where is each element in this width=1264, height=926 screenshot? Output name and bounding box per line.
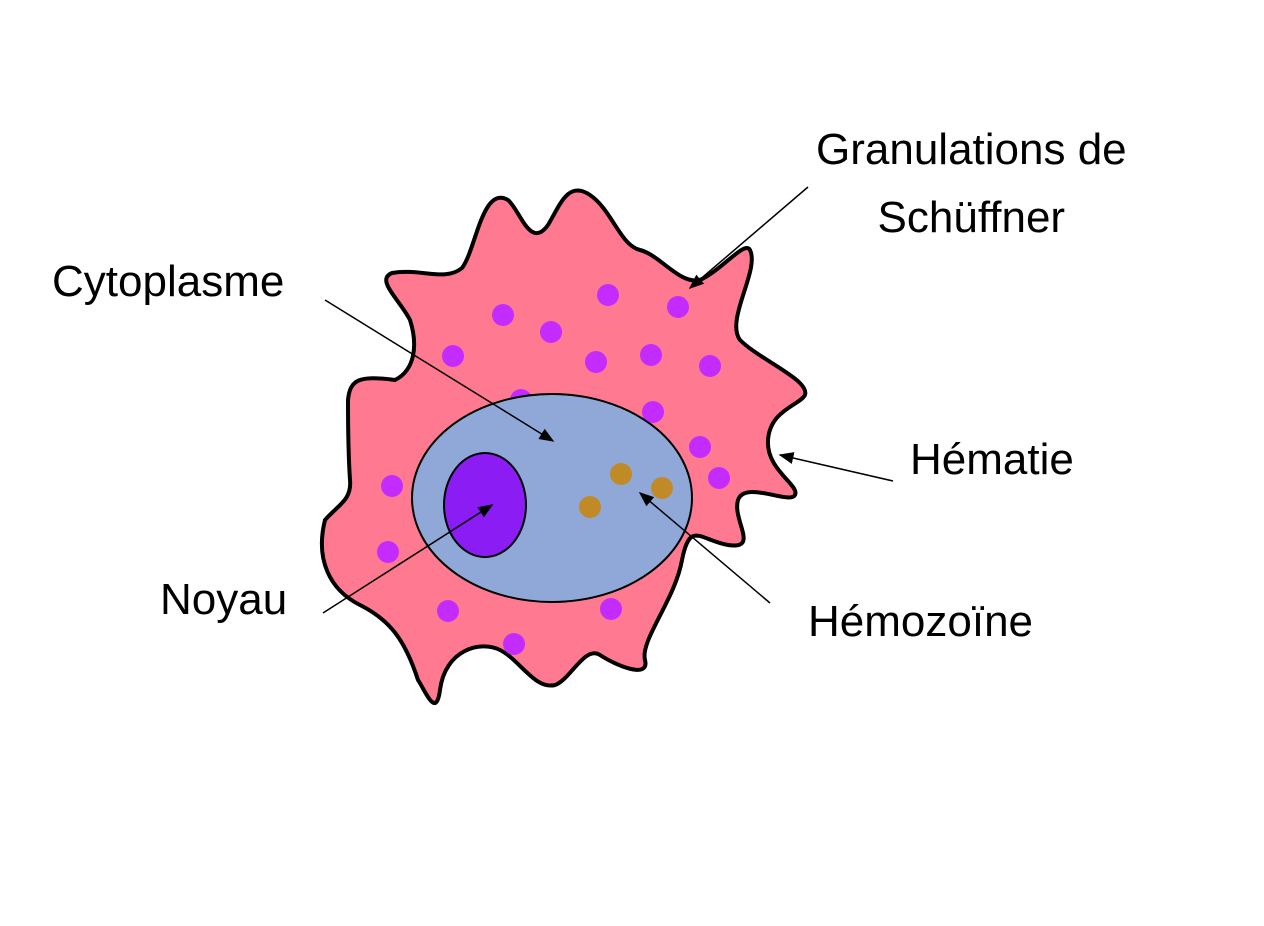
granule <box>640 344 662 366</box>
granule <box>689 436 711 458</box>
granule <box>377 541 399 563</box>
label-noyau: Noyau <box>160 575 288 624</box>
hemozoin-granule <box>651 477 673 499</box>
arrow-granulations <box>688 186 809 289</box>
granule <box>667 296 689 318</box>
hemozoin-pigments <box>579 463 673 518</box>
granule <box>585 351 607 373</box>
granule <box>437 600 459 622</box>
hemozoin-granule <box>610 463 632 485</box>
arrow-noyau <box>322 504 494 614</box>
granule <box>442 345 464 367</box>
nucleus <box>443 452 527 558</box>
label-hematie: Hématie <box>910 435 1074 484</box>
label-granulations-line2: Schüffner <box>877 193 1066 242</box>
granule <box>708 467 730 489</box>
granule <box>381 475 403 497</box>
granule <box>503 633 525 655</box>
arrow-cytoplasme <box>324 299 555 442</box>
granule <box>699 355 721 377</box>
granule <box>642 401 664 423</box>
hemozoin-granule <box>579 496 601 518</box>
granule <box>492 304 514 326</box>
granule <box>600 598 622 620</box>
arrow-hematie <box>778 452 894 482</box>
label-granulations-line1: Granulations de <box>816 125 1127 174</box>
granule <box>597 284 619 306</box>
label-hemozoine: Hémozoïne <box>808 597 1034 646</box>
granule <box>540 321 562 343</box>
label-granulations-de-schuffner: Granulations de Schüffner <box>816 116 1127 252</box>
arrow-hemozoine <box>638 492 771 604</box>
schuffner-granules <box>377 284 730 655</box>
label-cytoplasme: Cytoplasme <box>52 257 285 306</box>
